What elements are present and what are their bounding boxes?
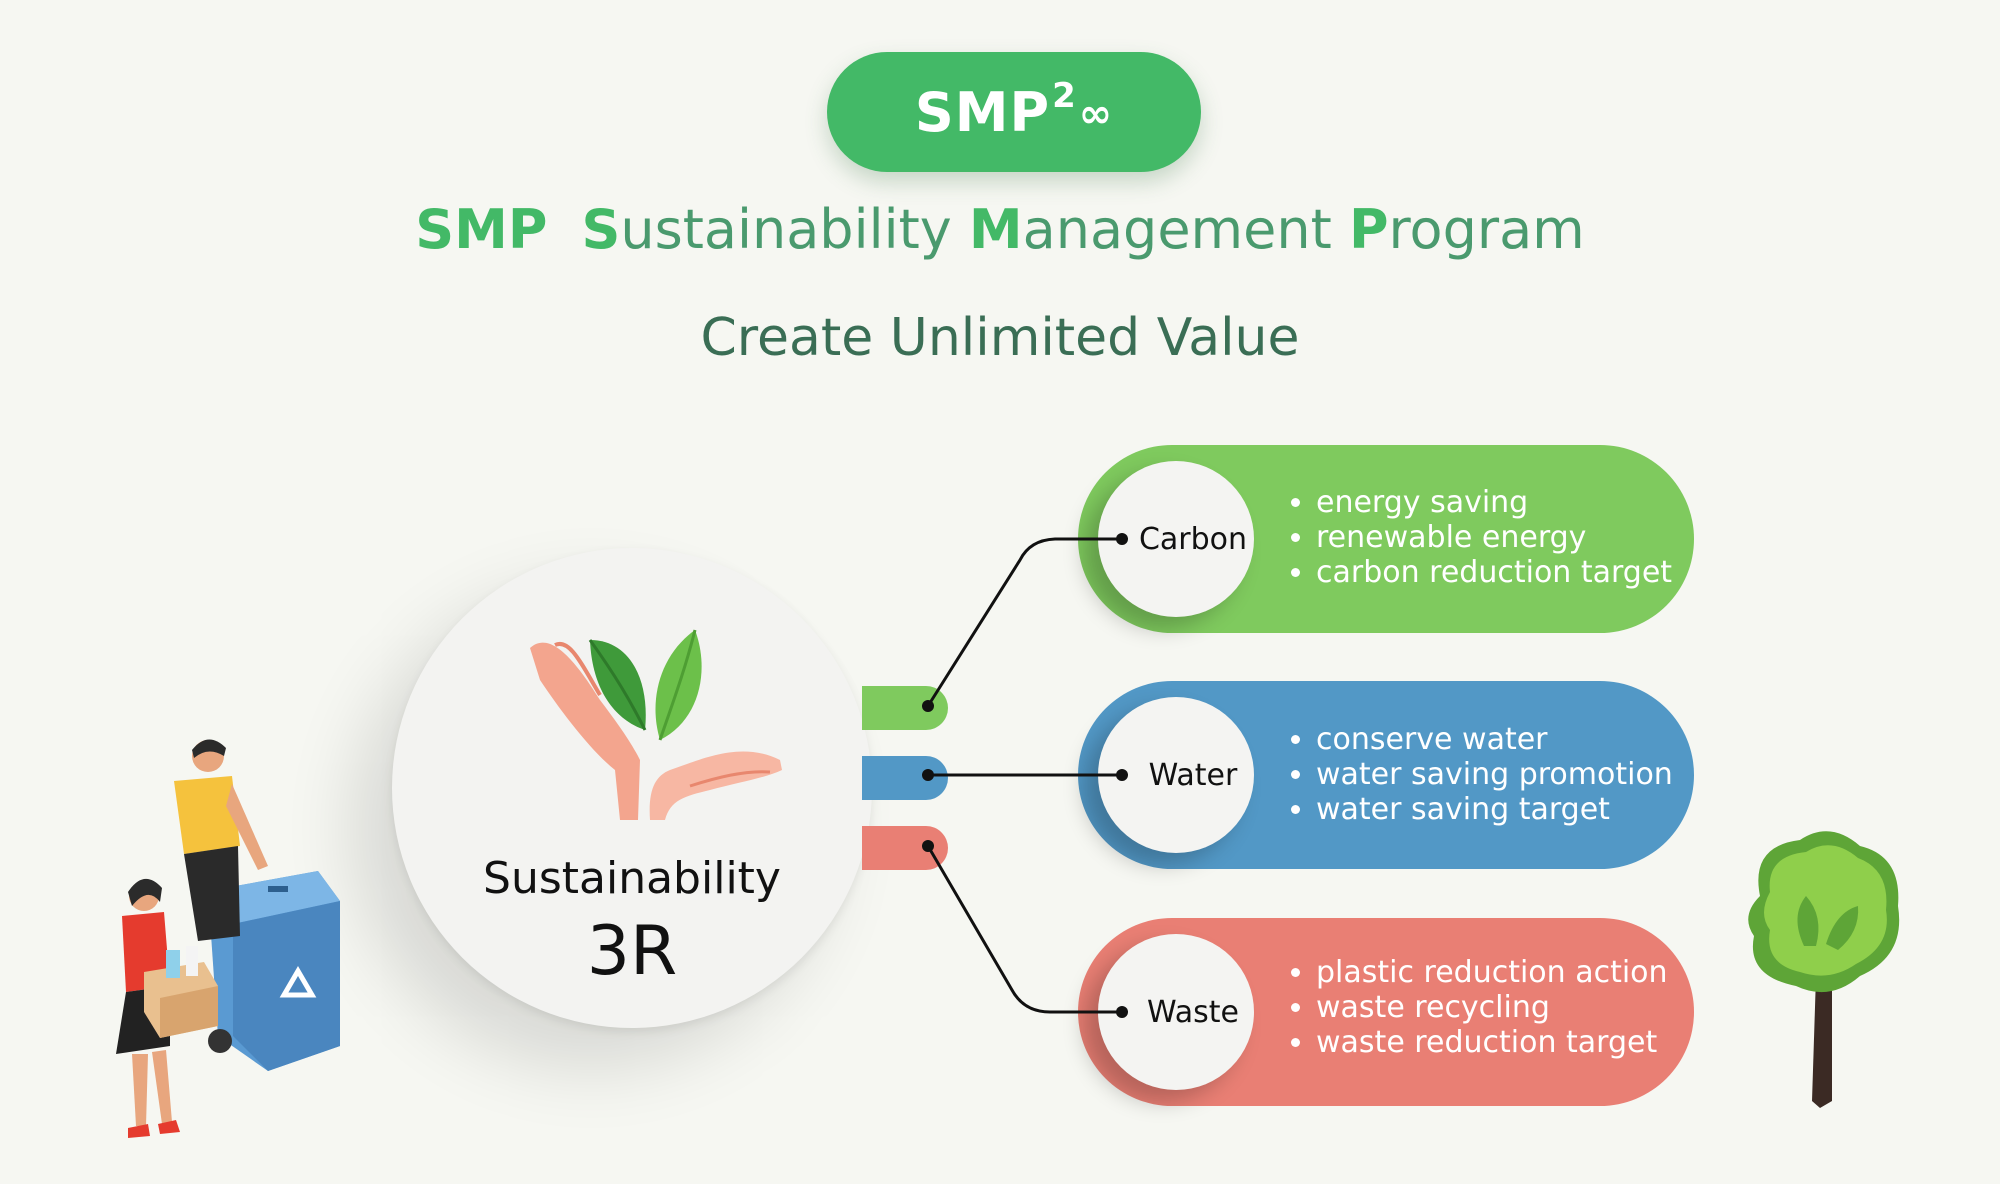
connector-carbon bbox=[926, 537, 1122, 707]
hub-sub-label: 3R bbox=[586, 912, 678, 991]
node-label: Water bbox=[1148, 757, 1238, 793]
list-item: plastic reduction action bbox=[1316, 955, 1668, 990]
waste-item-list: plastic reduction action waste recycling… bbox=[1268, 955, 1668, 1060]
list-item: carbon reduction target bbox=[1316, 555, 1672, 590]
list-item: renewable energy bbox=[1316, 520, 1672, 555]
heading-acronym: SMP bbox=[415, 198, 548, 261]
hands-leaf-icon bbox=[530, 629, 782, 820]
carbon-tab bbox=[862, 686, 948, 730]
logo-text: SMP bbox=[914, 80, 1051, 144]
waste-tab bbox=[862, 826, 948, 870]
list-item: waste recycling bbox=[1316, 990, 1668, 1025]
hub-label: Sustainability bbox=[483, 853, 781, 904]
node-label: Waste bbox=[1147, 994, 1239, 1030]
carbon-item-list: energy saving renewable energy carbon re… bbox=[1268, 485, 1672, 590]
heading-word-rest: ustainability bbox=[620, 198, 952, 261]
heading-word-rest: rogram bbox=[1388, 198, 1585, 261]
heading-initial-p: P bbox=[1348, 198, 1389, 261]
tagline: Create Unlimited Value bbox=[700, 308, 1300, 368]
connector-waste bbox=[926, 845, 1122, 1014]
list-item: water saving promotion bbox=[1316, 757, 1673, 792]
list-item: conserve water bbox=[1316, 722, 1673, 757]
heading-initial-s: S bbox=[581, 198, 621, 261]
infinity-icon: ∞ bbox=[1078, 91, 1114, 137]
list-item: waste reduction target bbox=[1316, 1025, 1668, 1060]
water-tab bbox=[862, 756, 948, 800]
program-heading: SMP Sustainability Management Program bbox=[0, 198, 2000, 261]
recycling-people-icon bbox=[116, 739, 340, 1138]
tree-icon bbox=[1748, 831, 1900, 1108]
logo-superscript: 2 bbox=[1052, 76, 1077, 116]
list-item: energy saving bbox=[1316, 485, 1672, 520]
water-item-list: conserve water water saving promotion wa… bbox=[1268, 722, 1673, 827]
node-label: Carbon bbox=[1138, 521, 1248, 557]
list-item: water saving target bbox=[1316, 792, 1673, 827]
heading-initial-m: M bbox=[968, 198, 1023, 261]
heading-word-rest: anagement bbox=[1022, 198, 1332, 261]
